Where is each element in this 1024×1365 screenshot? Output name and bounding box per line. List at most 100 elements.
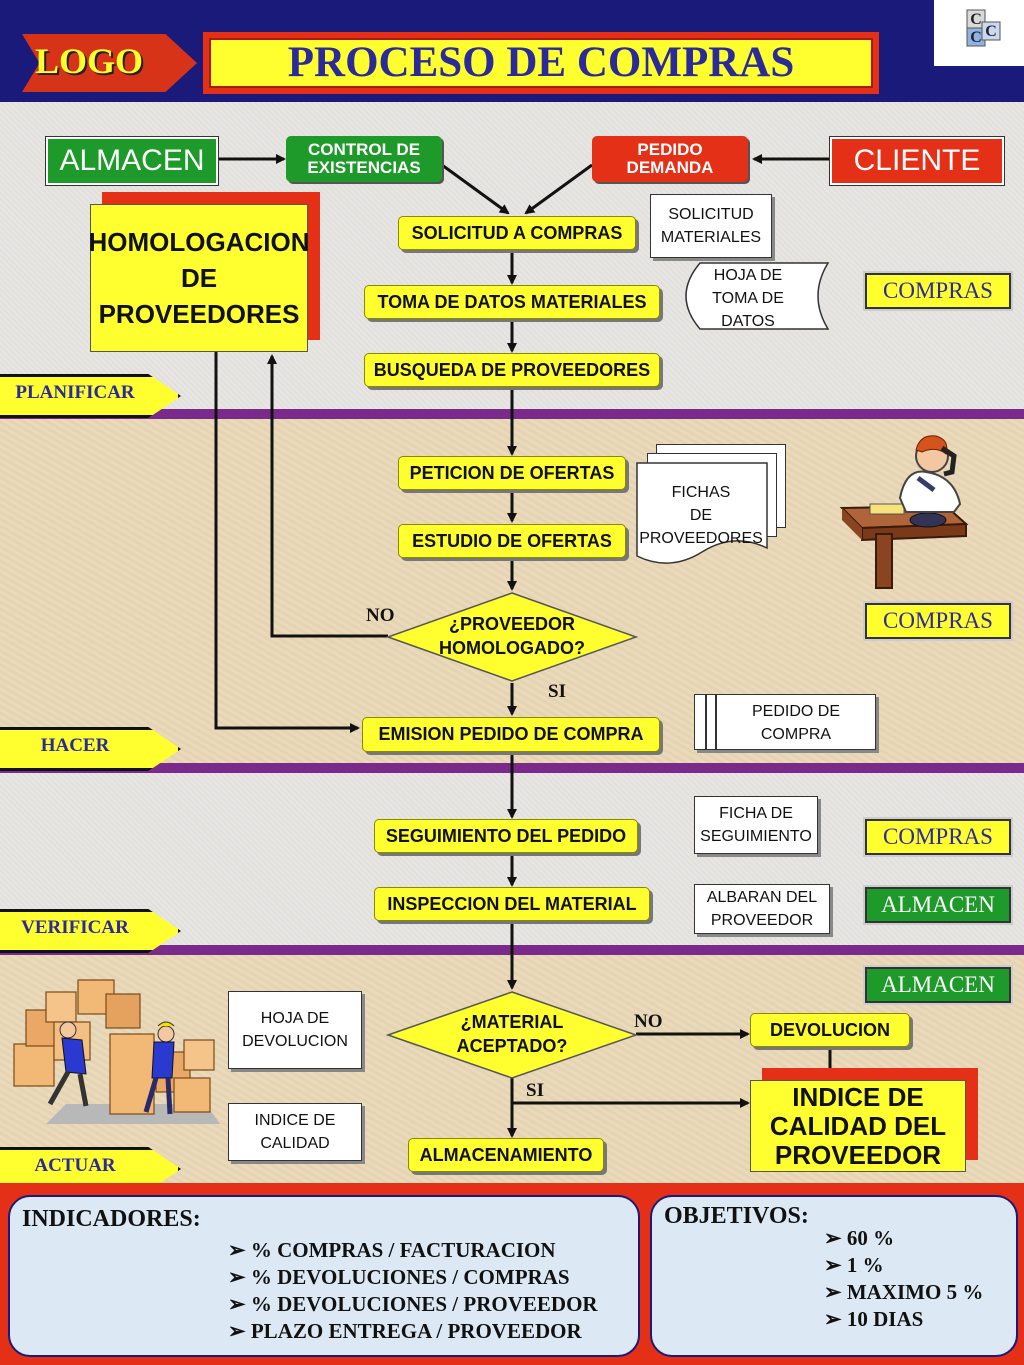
doc-fichas-line-3: PROVEEDORES	[639, 530, 763, 547]
doc-solicitud-line-1: SOLICITUD	[668, 206, 754, 223]
objetivos-panel	[650, 1195, 1018, 1357]
pedido-line-2: DEMANDA	[626, 158, 714, 177]
doc-fichas-shape	[636, 462, 768, 564]
step-peticion: PETICION DE OFERTAS	[398, 456, 626, 490]
step-solicitud: SOLICITUD A COMPRAS	[398, 216, 636, 250]
warehouse-illustration	[13, 979, 220, 1124]
corner-logo: C C C	[934, 0, 1024, 66]
doc-solicitud-materiales: SOLICITUD MATERIALES	[650, 194, 772, 258]
pedido-line-1: PEDIDO	[637, 140, 703, 159]
ccc-logo-icon: C C C	[966, 9, 1001, 47]
indicadores-panel	[8, 1195, 640, 1357]
indicador-text: PLAZO ENTREGA / PROVEEDOR	[250, 1319, 582, 1343]
phase-planificar-arrow	[0, 374, 181, 418]
indicador-text: % DEVOLUCIONES / PROVEEDOR	[250, 1292, 598, 1316]
homologacion-line-2: DE	[180, 263, 218, 293]
label-si-material: SI	[526, 1080, 544, 1101]
step-busqueda: BUSQUEDA DE PROVEEDORES	[364, 353, 660, 387]
homologacion-line-1: HOMOLOGACION	[88, 227, 310, 257]
objetivo-text: 10 DIAS	[846, 1307, 924, 1331]
phase-hacer-arrow	[0, 727, 181, 771]
indice-calidad-box: INDICE DE CALIDAD DEL PROVEEDOR	[750, 1080, 966, 1172]
title-frame: PROCESO DE COMPRAS	[203, 32, 879, 94]
doc-pedido-line-2: COMPRA	[760, 726, 832, 743]
indicador-item: ➢ % COMPRAS / FACTURACION	[228, 1238, 556, 1262]
doc-indice-line-2: CALIDAD	[260, 1135, 330, 1152]
phase-actuar-label: ACTUAR	[34, 1155, 116, 1176]
doc-pedido-line-1: PEDIDO DE	[751, 703, 840, 720]
indice-line-3: PROVEEDOR	[774, 1139, 942, 1170]
doc-ficha-seg-line-1: FICHA DE	[719, 805, 793, 822]
objetivo-text: 60 %	[846, 1226, 895, 1250]
doc-hoja-toma-shape	[685, 262, 830, 330]
dept-compras-hacer: COMPRAS	[863, 601, 1013, 641]
svg-text:C: C	[970, 11, 982, 28]
objetivo-item: ➢ 10 DIAS	[824, 1307, 924, 1331]
indicador-text: % DEVOLUCIONES / COMPRAS	[250, 1265, 570, 1289]
doc-indice-calidad: INDICE DE CALIDAD	[228, 1103, 362, 1161]
doc-indice-line-1: INDICE DE	[254, 1112, 336, 1129]
label-si-proveedor: SI	[548, 681, 566, 702]
page-title: PROCESO DE COMPRAS	[209, 38, 873, 88]
step-toma-datos: TOMA DE DATOS MATERIALES	[364, 285, 660, 319]
decision-material-line-2: ACEPTADO?	[456, 1036, 568, 1056]
doc-albaran: ALBARAN DEL PROVEEDOR	[694, 884, 830, 934]
objetivo-item: ➢ 1 %	[824, 1253, 884, 1277]
decision-proveedor-shape	[386, 592, 638, 682]
doc-hoja-toma-line-2: TOMA DE	[712, 290, 784, 307]
homologacion-box: HOMOLOGACION DE PROVEEDORES	[88, 204, 310, 352]
step-seguimiento: SEGUIMIENTO DEL PEDIDO	[374, 819, 638, 853]
decision-material-line-1: ¿MATERIAL	[460, 1012, 564, 1032]
doc-hoja-toma-line-3: DATOS	[721, 313, 775, 330]
control-existencias-box: CONTROL DE EXISTENCIAS	[286, 136, 442, 182]
logo-text: LOGO	[34, 41, 144, 81]
dept-compras-planificar: COMPRAS	[863, 271, 1013, 311]
doc-albaran-line-1: ALBARAN DEL	[706, 889, 818, 906]
step-inspeccion: INSPECCION DEL MATERIAL	[374, 887, 650, 921]
step-almacenamiento: ALMACENAMIENTO	[408, 1138, 604, 1172]
phase-verificar-label: VERIFICAR	[21, 917, 129, 938]
objetivos-title: OBJETIVOS:	[664, 1203, 809, 1229]
doc-pedido-compra: PEDIDO DE COMPRA	[694, 694, 876, 750]
indicador-item: ➢ % DEVOLUCIONES / COMPRAS	[228, 1265, 570, 1289]
doc-devolucion-line-1: HOJA DE	[260, 1010, 330, 1027]
dept-almacen-verificar: ALMACEN	[863, 885, 1013, 925]
indicador-item: ➢ PLAZO ENTREGA / PROVEEDOR	[228, 1319, 582, 1343]
label-no-proveedor: NO	[366, 605, 395, 626]
decision-material-text: ¿MATERIAL ACEPTADO?	[412, 1010, 612, 1058]
decision-proveedor-text: ¿PROVEEDOR HOMOLOGADO?	[412, 612, 612, 660]
indicador-text: % COMPRAS / FACTURACION	[250, 1238, 556, 1262]
doc-fichas-line-1: FICHAS	[671, 484, 731, 501]
doc-ficha-seguimiento: FICHA DE SEGUIMIENTO	[694, 796, 818, 854]
almacen-box: ALMACEN	[45, 136, 219, 186]
objetivo-item: ➢ 60 %	[824, 1226, 895, 1250]
doc-pedido-divider	[715, 695, 717, 749]
homologacion-line-3: PROVEEDORES	[98, 299, 300, 329]
doc-devolucion-line-2: DEVOLUCION	[242, 1033, 348, 1050]
indice-line-2: CALIDAD DEL	[769, 1110, 947, 1141]
objetivo-text: 1 %	[846, 1253, 884, 1277]
dept-almacen-actuar: ALMACEN	[863, 965, 1013, 1005]
doc-albaran-line-2: PROVEEDOR	[710, 912, 814, 929]
phase-planificar-label: PLANIFICAR	[15, 382, 135, 403]
indicador-item: ➢ % DEVOLUCIONES / PROVEEDOR	[228, 1292, 598, 1316]
dept-compras-verificar: COMPRAS	[863, 817, 1013, 857]
doc-hoja-toma-line-1: HOJA DE	[713, 267, 783, 284]
pedido-demanda-box: PEDIDO DEMANDA	[592, 136, 748, 182]
phone-worker-illustration	[839, 435, 969, 589]
phase-verificar-arrow	[0, 909, 181, 953]
indicadores-title: INDICADORES:	[22, 1206, 201, 1232]
indice-line-1: INDICE DE	[792, 1081, 924, 1112]
objetivo-item: ➢ MAXIMO 5 %	[824, 1280, 984, 1304]
doc-ficha-seg-line-2: SEGUIMIENTO	[700, 828, 812, 845]
svg-text:C: C	[985, 23, 997, 40]
svg-text:C: C	[970, 29, 982, 46]
step-emision: EMISION PEDIDO DE COMPRA	[362, 717, 660, 752]
logo-arrow-shape	[22, 34, 197, 92]
step-estudio: ESTUDIO DE OFERTAS	[398, 524, 626, 558]
doc-solicitud-line-2: MATERIALES	[660, 229, 762, 246]
phase-hacer-label: HACER	[40, 735, 110, 756]
step-devolucion: DEVOLUCION	[750, 1013, 910, 1047]
doc-fichas-line-2: DE	[689, 507, 713, 524]
